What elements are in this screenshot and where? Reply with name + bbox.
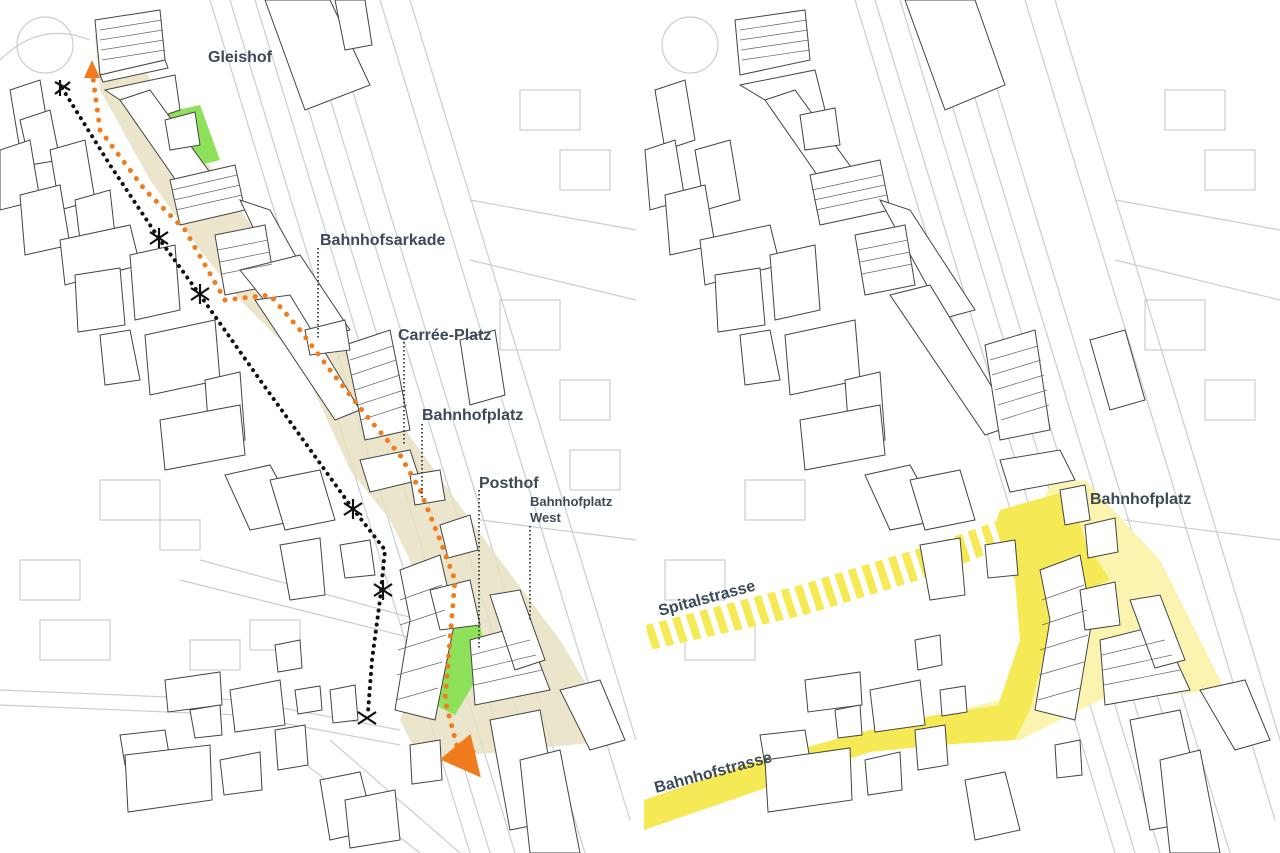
left-building-floors [99,19,543,701]
right-building-floors [739,19,1181,701]
label-bahnhofsarkade: Bahnhofsarkade [320,232,445,249]
bridge-crossing-icon [343,499,363,519]
label-gleishof: Gleishof [208,49,273,66]
bridge-crossing-icon [190,284,210,304]
street-spitalstrasse [646,520,1010,650]
panel-divider [636,0,644,853]
left-panel: Gleishof Bahnhofsarkade Carrée-Platz Bah… [0,0,637,853]
bridge-crossing-icon [149,228,169,248]
path-route-black [60,86,388,714]
route-arrow-icon [458,750,476,768]
bridge-crossing-icon [373,580,393,600]
left-leader-lines [317,248,531,650]
label-bahnhofplatz-west-line1: Bahnhofplatz [530,494,613,509]
label-bahnhofplatz-west-line2: West [530,510,561,525]
right-panel: Bahnhofplatz Spitalstrasse Bahnhofstrass… [644,0,1280,853]
route-arrow-icon [84,60,100,78]
label-bahnhofplatz-right: Bahnhofplatz [1090,491,1191,508]
label-bahnhofplatz: Bahnhofplatz [422,407,523,424]
right-buildings [644,0,1271,853]
label-posthof: Posthof [479,475,539,492]
label-carree-platz: Carrée-Platz [398,327,491,344]
bridge-crossing-icon [357,711,377,725]
pedestrian-route-orange [89,67,481,778]
bridge-crossing-icon [54,80,71,96]
left-buildings [0,0,626,853]
